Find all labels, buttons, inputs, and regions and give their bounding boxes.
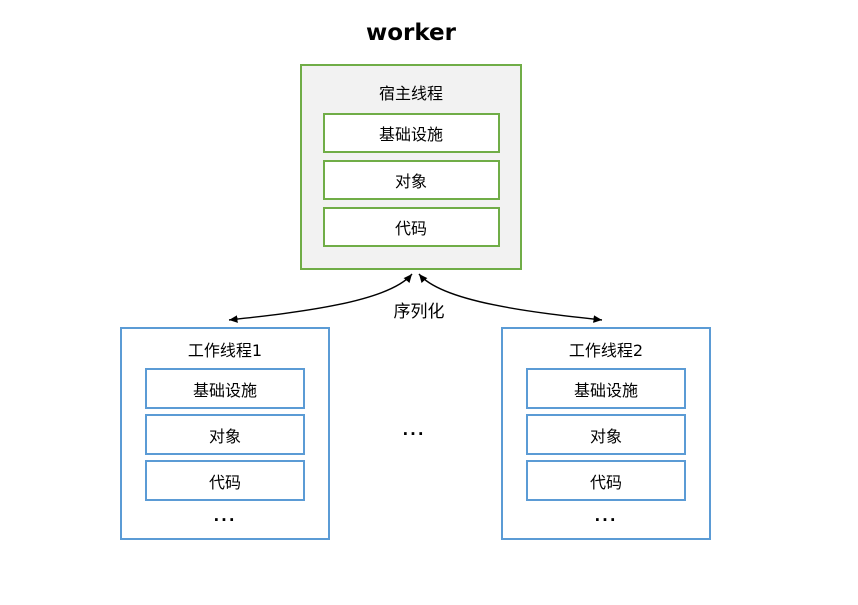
host-objects-box: 对象 bbox=[322, 160, 500, 200]
host-thread-box: 宿主线程 基础设施 对象 代码 bbox=[300, 64, 522, 270]
worker2-code-box: 代码 bbox=[526, 460, 686, 501]
more-workers-ellipsis: ... bbox=[402, 421, 426, 439]
worker-thread-2-box: 工作线程2 基础设施 对象 代码 ... bbox=[501, 327, 711, 540]
worker1-objects-box: 对象 bbox=[145, 414, 305, 455]
worker2-objects-box: 对象 bbox=[526, 414, 686, 455]
worker-thread-1-box: 工作线程1 基础设施 对象 代码 ... bbox=[120, 327, 330, 540]
serialization-label: 序列化 bbox=[393, 302, 445, 322]
worker-thread-2-label: 工作线程2 bbox=[568, 341, 644, 360]
worker2-infrastructure-box: 基础设施 bbox=[526, 368, 686, 409]
host-code-box: 代码 bbox=[322, 207, 500, 247]
host-thread-label: 宿主线程 bbox=[378, 84, 443, 103]
worker1-code-box: 代码 bbox=[145, 460, 305, 501]
host-infrastructure-box: 基础设施 bbox=[322, 113, 500, 153]
worker-thread-1-label: 工作线程1 bbox=[187, 341, 263, 360]
diagram-title: worker bbox=[365, 20, 456, 46]
worker1-more-ellipsis: ... bbox=[213, 507, 237, 525]
worker2-more-ellipsis: ... bbox=[594, 507, 618, 525]
worker1-infrastructure-box: 基础设施 bbox=[145, 368, 305, 409]
